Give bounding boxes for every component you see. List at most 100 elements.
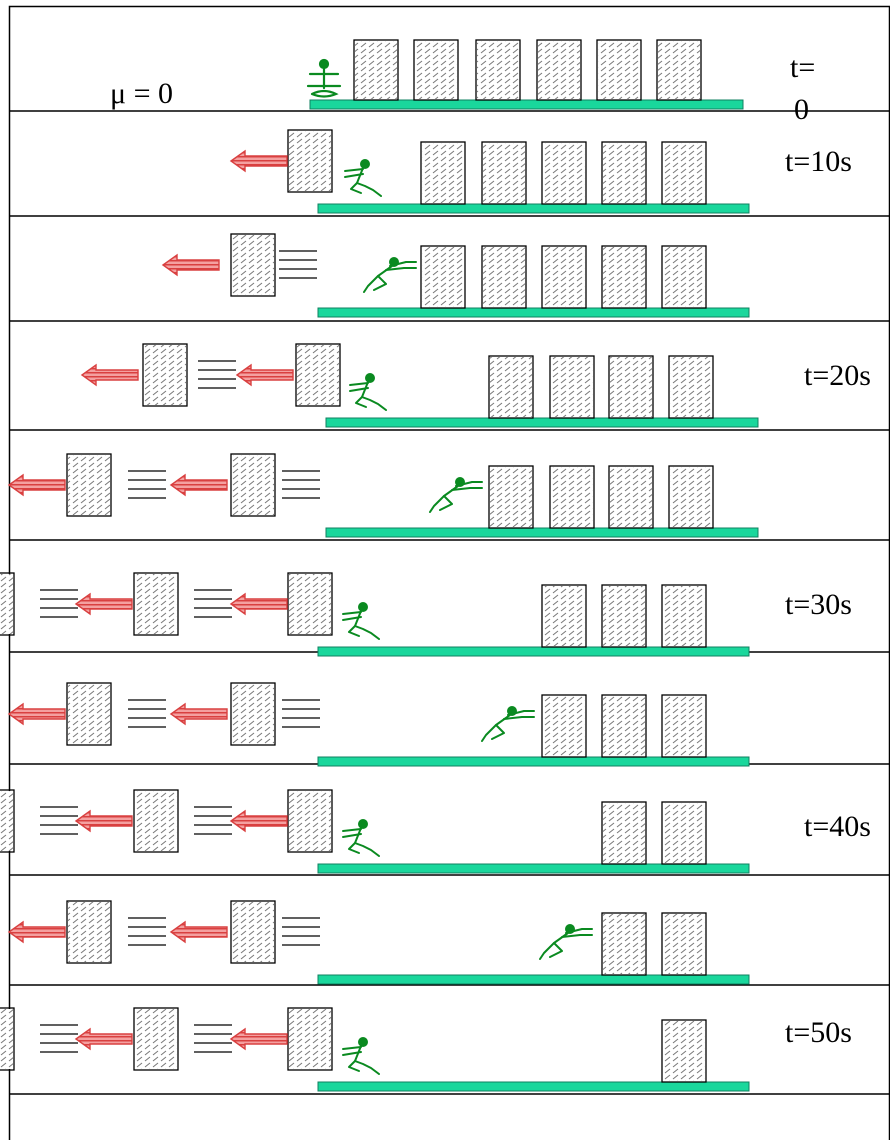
crate (661, 245, 707, 309)
speed-lines-icon (282, 699, 320, 728)
platform (317, 863, 750, 874)
panel-6 (7, 682, 750, 767)
crate (656, 39, 702, 101)
platform (309, 99, 744, 110)
mu-label: μ = 0 (110, 77, 173, 110)
stick-figure-icon (539, 924, 593, 960)
crate (601, 245, 647, 309)
speed-lines-icon (40, 806, 78, 835)
left-arrow-icon (7, 920, 66, 944)
left-arrow-icon (161, 253, 220, 277)
panel-5: t=30s (0, 572, 852, 657)
crate (66, 453, 112, 517)
crate (549, 355, 595, 419)
platform (317, 1081, 750, 1092)
crate (287, 1007, 333, 1071)
left-arrow-icon (229, 592, 288, 616)
stick-figure-icon (349, 373, 387, 411)
crate (601, 584, 647, 648)
crate (230, 682, 276, 746)
crate (601, 694, 647, 758)
crate (661, 584, 707, 648)
crate (488, 355, 534, 419)
crate (536, 39, 582, 101)
stick-figure-icon (342, 1037, 380, 1075)
crate (420, 141, 466, 205)
time-label: t=20s (804, 359, 871, 392)
crate (230, 233, 276, 297)
stick-figure-icon (344, 159, 382, 197)
panel-2 (161, 233, 750, 318)
time-label: t=0 (790, 51, 815, 126)
crate (287, 129, 333, 193)
left-arrow-icon (80, 363, 139, 387)
speed-lines-icon (40, 1024, 78, 1053)
panel-7: t=40s (0, 789, 871, 874)
speed-lines-icon (279, 250, 317, 279)
panel-1: t=10s (229, 129, 852, 214)
panel-9: t=50s (0, 1007, 852, 1092)
platform (317, 974, 750, 985)
crate (66, 900, 112, 964)
crate (287, 789, 333, 853)
crate (481, 141, 527, 205)
speed-lines-icon (40, 589, 78, 618)
crate (668, 465, 714, 529)
crate (661, 1019, 707, 1083)
stick-figure-icon (342, 819, 380, 857)
platform (325, 527, 759, 538)
crate (0, 789, 15, 853)
platform (325, 417, 759, 428)
crate (133, 1007, 179, 1071)
time-label: t=10s (785, 145, 852, 178)
panel-4 (7, 453, 759, 538)
crate (601, 141, 647, 205)
crate (661, 801, 707, 865)
platform (317, 646, 750, 657)
panel-3: t=20s (80, 343, 871, 428)
crate (0, 572, 15, 636)
crate (475, 39, 521, 101)
speed-lines-icon (128, 470, 166, 499)
crate (230, 453, 276, 517)
platform (317, 307, 750, 318)
crate (661, 141, 707, 205)
speed-lines-icon (194, 1024, 232, 1053)
speed-lines-icon (282, 470, 320, 499)
crate (596, 39, 642, 101)
crate (133, 572, 179, 636)
left-arrow-icon (7, 473, 66, 497)
left-arrow-icon (169, 473, 228, 497)
crate (541, 694, 587, 758)
left-arrow-icon (74, 592, 133, 616)
panel-8 (7, 900, 750, 985)
crate (549, 465, 595, 529)
crate (230, 900, 276, 964)
platform (317, 756, 750, 767)
crate (541, 245, 587, 309)
crate (481, 245, 527, 309)
panel-0: t=0 (306, 39, 815, 126)
crate (601, 801, 647, 865)
crate (488, 465, 534, 529)
stick-figure-icon (342, 602, 380, 640)
stick-figure-icon (363, 257, 417, 293)
left-arrow-icon (74, 809, 133, 833)
crate (541, 141, 587, 205)
left-arrow-icon (169, 702, 228, 726)
time-label: t=30s (785, 588, 852, 621)
crate (142, 343, 188, 407)
crate (66, 682, 112, 746)
platform (317, 203, 750, 214)
crate (133, 789, 179, 853)
crate (413, 39, 459, 101)
left-arrow-icon (7, 702, 66, 726)
speed-lines-icon (198, 360, 236, 389)
crate (668, 355, 714, 419)
crate (353, 39, 399, 101)
crate (287, 572, 333, 636)
speed-lines-icon (194, 589, 232, 618)
time-label: t=50s (785, 1016, 852, 1049)
crate (420, 245, 466, 309)
